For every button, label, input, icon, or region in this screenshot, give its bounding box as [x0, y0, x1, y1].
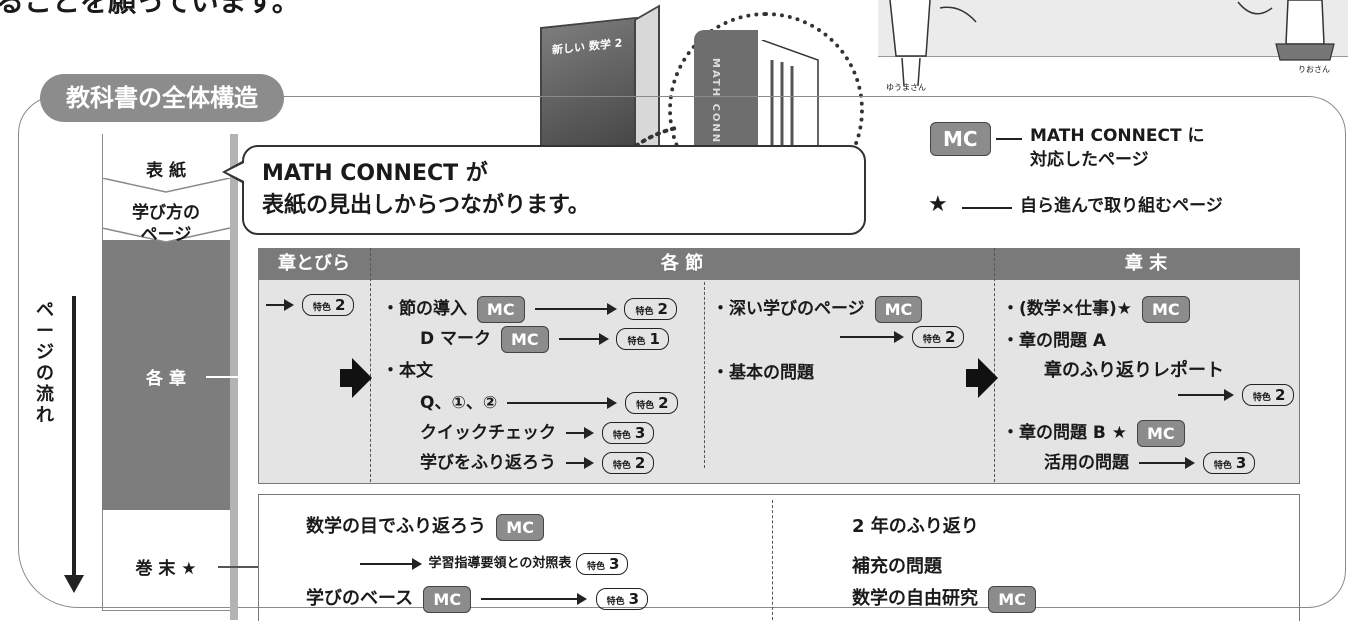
header-tobira: 章とびら	[278, 253, 350, 274]
curriculum-table-label: 学習指導要領との対照表	[428, 556, 572, 571]
end-leader	[218, 566, 258, 568]
chapter-problems-a: ・章の問題 A	[1002, 331, 1107, 351]
chevron-divider-bottom	[102, 496, 230, 510]
chapters-leader	[206, 376, 258, 378]
bubble-line2: 表紙の見出しからつながります。	[262, 193, 590, 218]
howto-label: 学び方の ページ	[132, 203, 200, 245]
header-shomatsu: 章 末	[1124, 253, 1168, 274]
mc-badge: MC	[423, 585, 472, 613]
bubble-line1: MATH CONNECT が	[262, 161, 488, 186]
mc-badge: MC	[988, 585, 1036, 613]
end-label: 巻 末 ★	[135, 559, 197, 579]
chapters-label: 各 章	[146, 369, 186, 389]
quick-check-label: クイックチェック	[420, 423, 556, 443]
character-name-rio: りおさん	[1298, 65, 1330, 74]
d-mark-label: D マーク	[420, 329, 492, 349]
reflect-label: 学びをふり返ろう	[420, 453, 556, 473]
speech-bubble	[242, 145, 866, 235]
setsu-intro-label: ・節の導入	[382, 299, 467, 319]
flow-arrow-line	[72, 296, 76, 580]
legend-star: ★	[928, 192, 948, 217]
flow-arrow-head	[64, 575, 84, 593]
character-name-yuma: ゆうまさん	[886, 83, 926, 92]
deep-learning-row: ・深い学びのページ MC	[712, 294, 923, 323]
legend-mc-text: MATH CONNECT に 対応したページ	[1030, 126, 1205, 170]
basic-problems-label: ・基本の問題	[712, 363, 814, 383]
section-title: 教科書の全体構造	[40, 74, 284, 122]
structure-frame	[18, 96, 1346, 608]
chevron-dividers	[102, 178, 231, 243]
spine-label: MATH CONNECT	[710, 58, 721, 172]
chapters-band	[102, 240, 230, 510]
cover-label: 表 紙	[146, 161, 186, 181]
year-review-label: 2 年のふり返り	[852, 516, 979, 537]
book-cover-title: 新しい 数学 2	[552, 36, 623, 57]
chapter-problems-b-label: ・章の問題 B ★	[1002, 423, 1128, 443]
free-research-row: 数学の自由研究 MC	[852, 584, 1036, 613]
flow-label: ページの流れ	[36, 300, 54, 426]
chapter-problems-b-row: ・章の問題 B ★ MC	[1002, 418, 1185, 447]
legend-star-text: 自ら進んで取り組むページ	[1020, 196, 1223, 216]
free-research-label: 数学の自由研究	[852, 588, 978, 609]
honbun-label: ・本文	[382, 361, 433, 381]
mc-badge: MC	[1141, 295, 1190, 323]
legend-mc-badge: MC	[930, 122, 991, 156]
bubble-text: MATH CONNECT が 表紙の見出しからつながります。	[262, 158, 590, 222]
appendix-row1: 数学の目でふり返ろう MC	[306, 512, 544, 541]
header-setsu: 各 節	[660, 253, 704, 274]
application-label: 活用の問題	[1044, 453, 1129, 473]
deep-learning-label: ・深い学びのページ	[712, 299, 865, 319]
mc-badge: MC	[476, 295, 525, 323]
mc-badge: MC	[874, 295, 923, 323]
math-work-label: ・(数学×仕事)★	[1002, 299, 1133, 319]
supplementary-label: 補充の問題	[852, 556, 942, 577]
math-eye-label: 数学の目でふり返ろう	[306, 516, 486, 537]
learning-base-label: 学びのベース	[306, 588, 414, 609]
reflection-report-label: 章のふり返りレポート	[1044, 360, 1224, 381]
math-work-row: ・(数学×仕事)★ MC	[1002, 294, 1190, 323]
table-header-bar	[258, 248, 1300, 280]
mc-badge: MC	[1136, 419, 1185, 447]
intro-text-fragment: ることを願っています。	[0, 0, 300, 18]
q-label: Q、①、②	[420, 393, 498, 413]
mc-badge: MC	[496, 513, 544, 541]
mc-badge: MC	[500, 325, 549, 353]
appendix-box	[258, 494, 1300, 621]
characters-illustration: ゆうまさん りおさん	[878, 0, 1348, 92]
